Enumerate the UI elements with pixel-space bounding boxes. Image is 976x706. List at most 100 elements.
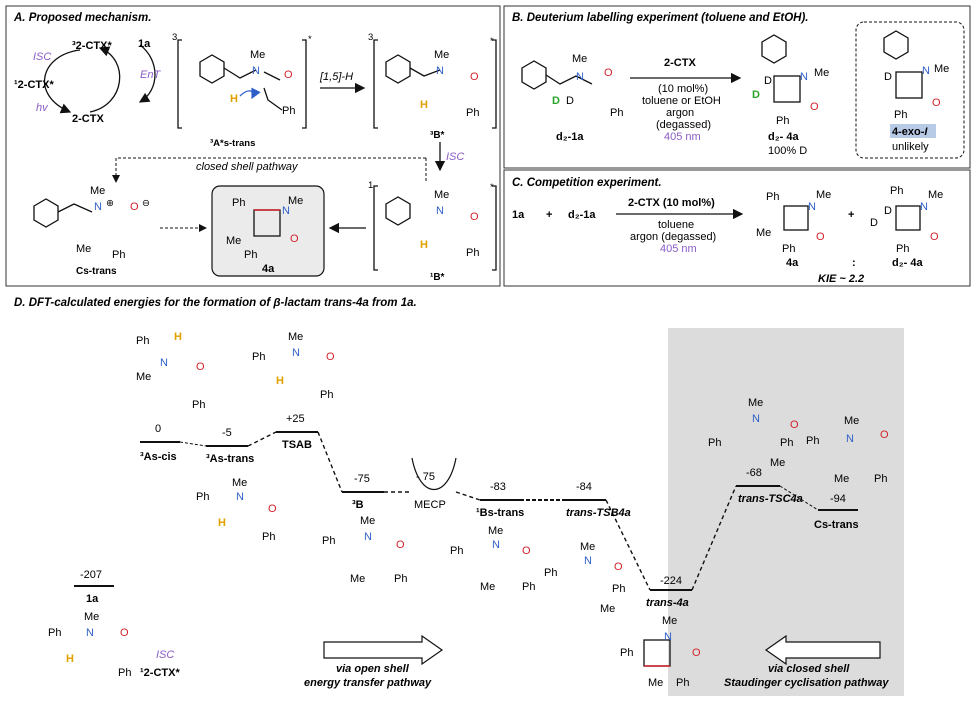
h-3a: H [230,93,238,105]
d-s2-o: O [326,351,335,363]
wavelength-b: 405 nm [664,131,701,143]
o-3b: O [470,71,479,83]
d-s9-n: N [86,627,94,639]
label-ts-b4a: trans-TSB4a [566,507,631,519]
minus-c: ⊖ [142,198,150,209]
closed-shell-region [668,328,904,696]
c-sm2: d₂-1a [568,209,596,221]
d-p-ph: Ph [620,647,633,659]
c-sm1: 1a [512,209,525,221]
cycle-hv: hv [36,102,49,114]
panel-c: 1a + d₂-1a 2-CTX (10 mol%) toluene argon… [512,185,943,285]
closed-shell-label: closed shell pathway [196,161,299,173]
me-b: Me [572,53,587,65]
label-c: Cs-trans [76,266,117,277]
cycle-1ctx: ¹2-CTX* [14,79,54,91]
panel-d-title: D. DFT-calculated energies for the forma… [14,297,417,309]
star-3b: * [490,36,494,47]
plus-c: ⊕ [106,198,114,209]
cycle-ent: EnT [140,69,161,81]
d-s1-o: O [196,361,205,373]
value-ts-b4a: -84 [576,481,592,493]
o-exo: O [932,97,941,109]
d-s2-n: N [292,347,300,359]
d-s3-ph2: Ph [262,531,275,543]
cycle-isc: ISC [33,51,51,63]
o-prod-b: O [810,101,819,113]
ph-3b: Ph [466,107,479,119]
shift-label: [1,5]-H [319,71,353,83]
ph-4a-top: Ph [232,197,245,209]
d-s6-ph2: Ph [612,583,625,595]
h-1b: H [420,239,428,251]
d-s4-me: Me [360,515,375,527]
panel-b-frame [503,5,971,169]
c-p1-o: O [816,231,825,243]
label-ts-c4a: trans-TSC4a [738,493,803,505]
d-s8-me: Me [844,415,859,427]
d-s2-me: Me [288,331,303,343]
c-p2-n: N [920,201,928,213]
d-p-me2: Me [648,677,663,689]
c-p1-ph2: Ph [782,243,795,255]
structure-3a: 3 * N Me O Ph H ³A*s-trans [172,32,312,149]
value-trans-4a: -224 [660,575,682,587]
me-c-n: Me [90,185,105,197]
me-3a: Me [250,49,265,61]
me-c: Me [76,243,91,255]
unlikely: unlikely [892,141,929,153]
c-plus: + [546,209,552,221]
h-3b: H [420,99,428,111]
ph-4a-bot: Ph [244,249,257,261]
value-as-trans: -5 [222,427,232,439]
d-s4-n: N [364,531,372,543]
me-prod-b: Me [814,67,829,79]
d-s5-ph: Ph [450,545,463,557]
c-p2-d: D [884,205,892,217]
d-ctx: ¹2-CTX* [140,667,180,679]
d2-b: D [566,95,574,107]
panel-b: N Me O Ph D D d₂-1a 2-CTX (10 mol%) tolu… [521,21,965,159]
c-p1-ph: Ph [766,191,779,203]
isc-down: ISC [446,151,464,163]
d-s9-me: Me [84,611,99,623]
n-1b: N [436,205,444,217]
d-p-n: N [664,631,672,643]
value-1a: -207 [80,569,102,581]
product-4a-box: Ph N Me O Me Ph 4a [211,185,325,277]
n-3a: N [252,65,260,77]
o-3a: O [284,69,293,81]
d-s3-ph: Ph [196,491,209,503]
open-shell-arrow: via open shell energy transfer pathway [304,634,444,689]
d-s1-ph2: Ph [192,399,205,411]
d-s7-ph: Ph [708,437,721,449]
value-as-cis: 0 [155,423,161,435]
d-s4-o: O [396,539,405,551]
d-s7-n: N [752,413,760,425]
d-s8-ph: Ph [806,435,819,447]
c-p2: d₂- 4a [892,257,923,269]
d-prod-b: D [764,75,772,87]
d-p-ph2: Ph [676,677,689,689]
label-trans-4a: trans-4a [646,597,689,609]
c-kie: KIE ~ 2.2 [818,273,864,285]
c-p1-me: Me [816,189,831,201]
d-s5-n: N [492,539,500,551]
c-p2-ph: Ph [890,185,903,197]
d-s1-me: Me [136,371,151,383]
d-s5-me2: Me [480,581,495,593]
d-s4-ph2: Ph [394,573,407,585]
label-bs-trans: ¹Bs-trans [476,507,524,519]
value-tsab: +25 [286,413,305,425]
structure-c: N Me ⊕ O ⊖ Me Ph Cs-trans [33,185,150,277]
d-p-me: Me [662,615,677,627]
d-s6-ph: Ph [544,567,557,579]
d-s4-ph: Ph [322,535,335,547]
c-p2-me: Me [928,189,943,201]
ph-1b: Ph [466,247,479,259]
sm-label-b: d₂-1a [556,131,584,143]
d-s9-ph2: Ph [118,667,131,679]
value-bs-trans: -83 [490,481,506,493]
star-3a: * [308,34,312,45]
